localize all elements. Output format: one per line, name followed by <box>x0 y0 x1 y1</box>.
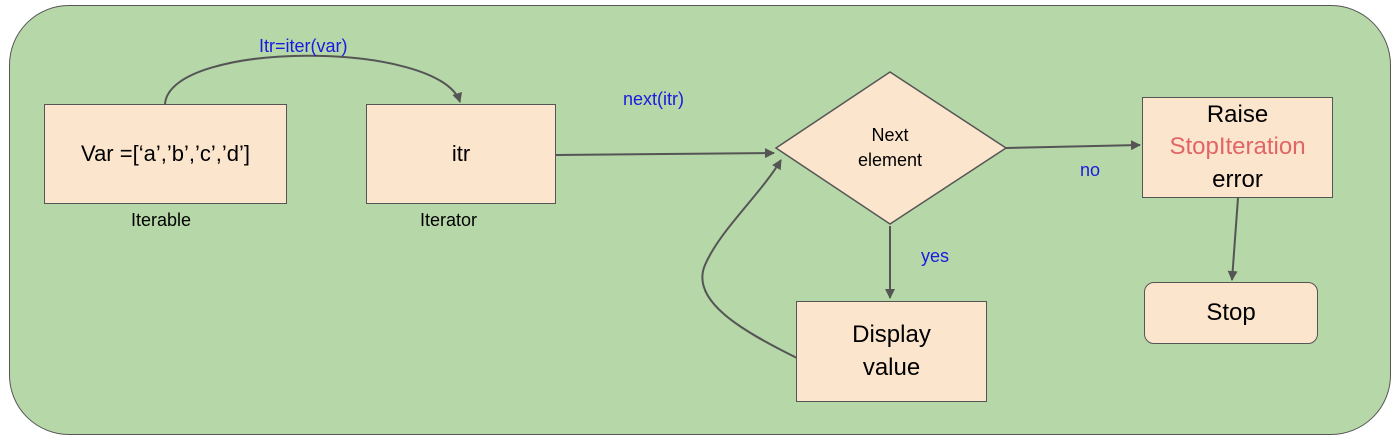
decision-text: Next element <box>820 123 960 173</box>
raise-line1: Raise <box>1206 100 1269 128</box>
display-box: Display value <box>796 301 987 402</box>
raise-line3: error <box>1212 165 1263 193</box>
iterator-caption: Iterator <box>420 210 478 230</box>
arrow-iterable-to-iterator <box>164 54 462 105</box>
yes-label: yes <box>921 246 950 266</box>
display-line2: value <box>862 353 921 381</box>
arrow-raise-to-stop <box>1227 197 1239 281</box>
arrow-display-loop-back <box>701 159 798 359</box>
raise-box: Raise StopIteration error <box>1142 97 1333 198</box>
stop-label: Stop <box>1206 299 1256 327</box>
stop-box: Stop <box>1144 282 1318 344</box>
arrow-decision-to-raise <box>1005 140 1141 151</box>
decision-line2: element <box>857 150 923 171</box>
iterator-box: itr <box>366 104 556 204</box>
iter-call-label: Itr=iter(var) <box>259 36 348 56</box>
decision-diamond <box>774 71 1008 225</box>
iterable-box: Var =[‘a’,’b’,’c’,’d’] <box>44 104 287 204</box>
diagram-background <box>9 5 1391 435</box>
no-label: no <box>1080 160 1101 180</box>
iterable-caption: Iterable <box>131 210 192 230</box>
arrow-iterator-to-decision <box>555 148 775 159</box>
raise-line2: StopIteration <box>1169 133 1306 161</box>
iterator-code: itr <box>451 140 471 166</box>
next-call-label: next(itr) <box>623 89 685 109</box>
display-line1: Display <box>852 321 931 349</box>
iterable-code: Var =[‘a’,’b’,’c’,’d’] <box>81 140 250 166</box>
decision-line1: Next <box>871 125 909 145</box>
